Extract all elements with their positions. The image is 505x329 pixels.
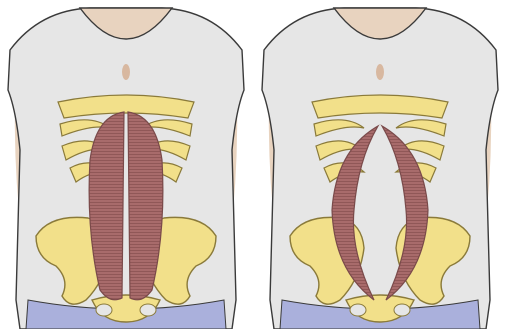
separated-torso bbox=[262, 8, 498, 329]
normal-torso bbox=[8, 8, 244, 329]
